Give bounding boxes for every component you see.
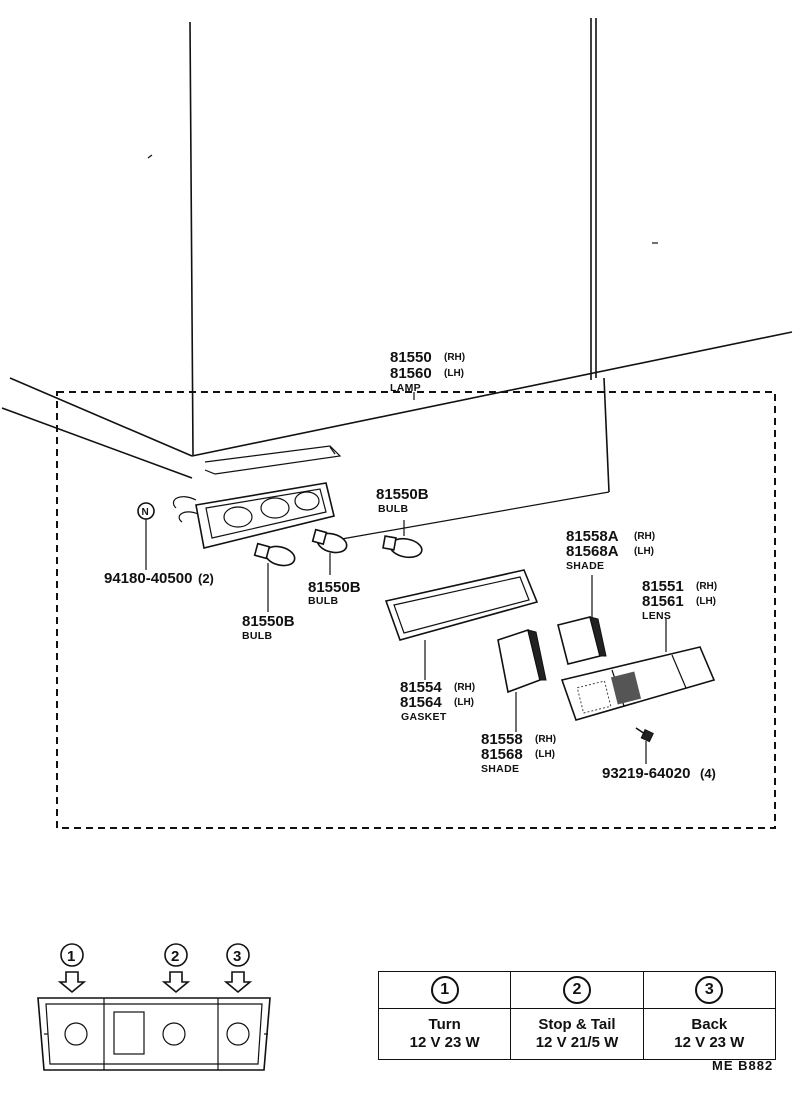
gasket-rh-number: 81554: [400, 679, 442, 696]
lamp-name: LAMP: [390, 382, 421, 394]
bulb-col-1-spec: 12 V 23 W: [409, 1034, 480, 1051]
screw-icon: [635, 727, 654, 743]
gasket-lh-side: (LH): [454, 697, 474, 708]
bulb-low-number: 81550B: [242, 613, 295, 630]
lamp-rh-side: (RH): [444, 352, 465, 363]
screw-left-number: 94180-40500: [104, 570, 192, 587]
bulb-col-1-function: Turn: [428, 1016, 461, 1033]
arrow-marker-1-label: 1: [67, 948, 75, 965]
shade-a-rh-side: (RH): [634, 531, 655, 542]
bulb-col-1-cell: Turn 12 V 23 W: [377, 1008, 512, 1060]
shade-a-part: [557, 616, 607, 665]
lamp-lh-side: (LH): [444, 368, 464, 379]
bulb-spec-table: 1 2 3 Turn 12 V 23 W Stop & Tail 12 V 21…: [377, 971, 777, 1060]
lamp-housing: [172, 482, 335, 549]
lamp-rh-number: 81550: [390, 349, 432, 366]
arrow-marker-3: [223, 943, 253, 994]
lens-position-diagram: [37, 997, 271, 1071]
n-marker-label: N: [142, 507, 149, 518]
bulb-upper-name: BULB: [378, 503, 408, 515]
lamp-assembly-boundary: [56, 391, 776, 829]
bulb-mid-name: BULB: [308, 595, 338, 607]
screw-right-qty: (4): [700, 766, 716, 781]
bulb-col-1-header: 1: [377, 971, 512, 1009]
shade-part: [497, 628, 547, 694]
lens-name: LENS: [642, 610, 671, 622]
screw-left-qty: (2): [198, 571, 214, 586]
bulb-mid-number: 81550B: [308, 579, 361, 596]
shade-rh-side: (RH): [535, 734, 556, 745]
shade-a-name: SHADE: [566, 560, 604, 572]
lens-lh-number: 81561: [642, 593, 684, 610]
gasket-part: [384, 569, 539, 641]
bulb-col-2-cell: Stop & Tail 12 V 21/5 W: [510, 1008, 644, 1060]
lens-part: [560, 646, 716, 721]
diagram-reference-code: ME B882: [712, 1058, 774, 1073]
bulb-col-2-function: Stop & Tail: [538, 1016, 616, 1033]
gasket-name: GASKET: [401, 711, 447, 723]
bulb-icon-right: [382, 535, 423, 559]
lens-rh-number: 81551: [642, 578, 684, 595]
bulb-icon-center: [311, 528, 348, 554]
bulb-col-3-cell: Back 12 V 23 W: [642, 1008, 777, 1060]
arrow-marker-3-label: 3: [233, 948, 241, 965]
lens-rh-side: (RH): [696, 581, 717, 592]
gasket-rh-side: (RH): [454, 682, 475, 693]
bulb-col-2-marker: 2: [562, 976, 591, 1004]
screw-right-number: 93219-64020: [602, 765, 690, 782]
bulb-col-3-header: 3: [642, 971, 777, 1009]
gasket-lh-number: 81564: [400, 694, 442, 711]
arrow-marker-2-label: 2: [171, 948, 179, 965]
shade-lh-side: (LH): [535, 749, 555, 760]
bulb-col-3-spec: 12 V 23 W: [674, 1034, 745, 1051]
shade-name: SHADE: [481, 763, 519, 775]
shade-a-lh-number: 81568A: [566, 543, 619, 560]
bulb-icon-mid: [253, 542, 296, 567]
bulb-col-3-marker: 3: [695, 976, 724, 1004]
arrow-marker-1: [57, 943, 87, 994]
shade-lh-number: 81568: [481, 746, 523, 763]
lens-lh-side: (LH): [696, 596, 716, 607]
shade-a-rh-number: 81558A: [566, 528, 619, 545]
vehicle-body-outline: [1, 18, 793, 541]
bulb-col-2-header: 2: [510, 971, 644, 1009]
bulb-upper-number: 81550B: [376, 486, 429, 503]
bulb-col-2-spec: 12 V 21/5 W: [535, 1034, 619, 1051]
bulb-col-3-function: Back: [691, 1016, 728, 1033]
shade-rh-number: 81558: [481, 731, 523, 748]
lamp-lh-number: 81560: [390, 365, 432, 382]
bulb-col-1-marker: 1: [430, 976, 459, 1004]
shade-a-lh-side: (LH): [634, 546, 654, 557]
arrow-marker-2: [161, 943, 191, 994]
bulb-low-name: BULB: [242, 630, 272, 642]
